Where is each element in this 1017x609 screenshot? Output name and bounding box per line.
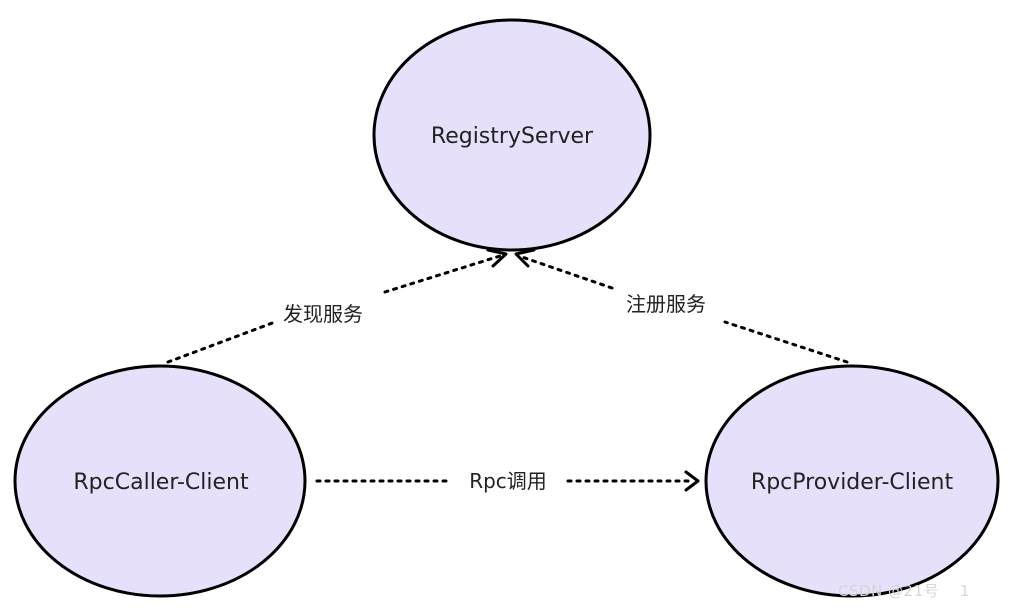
node-provider-label: RpcProvider-Client <box>751 470 954 495</box>
edge-discover-line-upper <box>383 254 502 294</box>
arrow-head-icon <box>684 470 700 492</box>
edge-register-line-upper <box>520 255 614 290</box>
edge-register-service: 注册服务 <box>514 248 849 364</box>
edge-label-rpc-call: Rpc调用 <box>469 469 547 493</box>
edge-label-discover: 发现服务 <box>283 302 363 326</box>
edge-discover-service: 发现服务 <box>166 248 508 364</box>
watermark: CSDN @21号 1 <box>838 582 970 600</box>
arrow-head-icon <box>486 248 508 268</box>
node-rpc-provider-client[interactable]: RpcProvider-Client <box>704 364 1000 598</box>
node-provider-shape <box>704 364 1000 598</box>
arrow-head-icon <box>514 248 536 268</box>
edge-label-register: 注册服务 <box>626 292 706 316</box>
node-caller-shape <box>13 364 307 598</box>
edge-rpc-call: Rpc调用 <box>315 469 700 493</box>
edge-register-line-lower <box>723 320 849 364</box>
node-caller-label: RpcCaller-Client <box>73 470 249 495</box>
node-registry-server[interactable]: RegistryServer <box>372 18 652 252</box>
node-registry-label: RegistryServer <box>431 124 594 149</box>
node-rpc-caller-client[interactable]: RpcCaller-Client <box>13 364 307 598</box>
edge-discover-line-lower <box>166 320 277 364</box>
node-registry-shape <box>372 18 652 252</box>
